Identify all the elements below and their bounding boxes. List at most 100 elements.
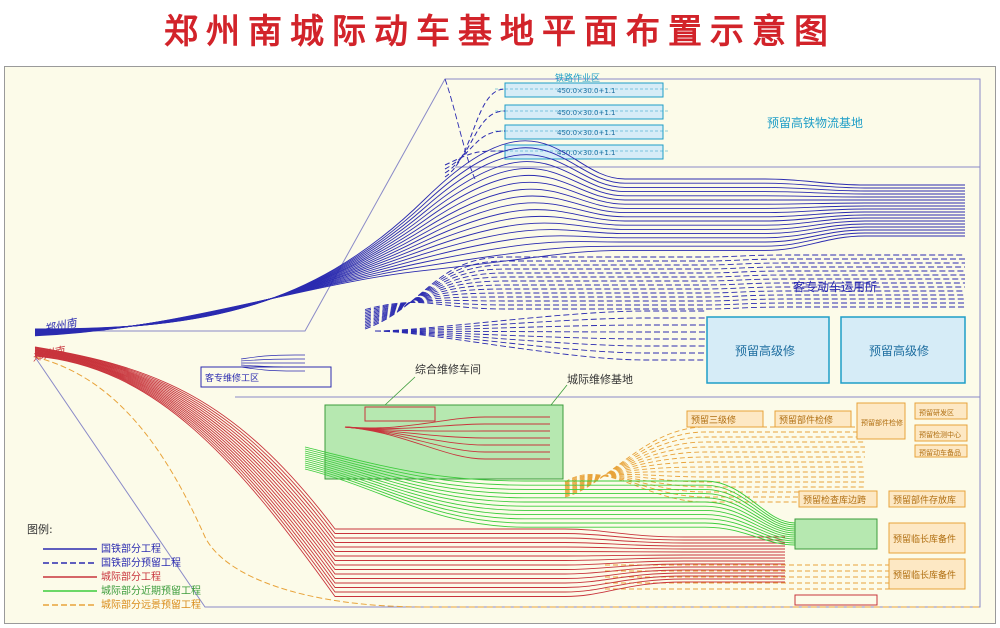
- orange-box: [914, 424, 968, 442]
- green-near-term-tracks: [304, 446, 875, 546]
- orange-box-label: 预留部件检修: [779, 414, 833, 426]
- orange-box: [914, 444, 968, 458]
- work-track-box: [504, 104, 664, 120]
- orange-yard-track: [564, 474, 865, 498]
- national-reserved-track: [364, 262, 965, 327]
- green-track: [304, 454, 875, 532]
- orange-yard-track: [564, 436, 865, 496]
- green-track: [304, 458, 875, 536]
- reserved-maint-box-2: [840, 316, 966, 384]
- orange-box-label: 预留临长库备件: [893, 569, 956, 581]
- national-reserved-track: [364, 278, 965, 321]
- site-plan-board: 450.0×30.0+1.1 450.0×30.0+1.1 450.0×30.0+1…: [4, 66, 996, 624]
- green-track: [304, 448, 875, 526]
- work-link: [444, 130, 506, 170]
- national-reserved-track: [364, 270, 965, 324]
- work-link: [444, 150, 506, 166]
- orange-yard-track: [564, 475, 865, 493]
- orange-box: [888, 490, 966, 508]
- work-track-label: 450.0×30.0+1.1: [557, 87, 616, 95]
- work-track-box: [504, 144, 664, 160]
- site-plan-diagram: 450.0×30.0+1.1 450.0×30.0+1.1 450.0×30.0+1…: [27, 72, 981, 611]
- national-reserved-branch: [374, 330, 705, 354]
- green-track: [304, 450, 875, 528]
- orange-box-label: 预留检查库边跨: [803, 494, 866, 506]
- national-track: [34, 174, 965, 332]
- green-track: [304, 446, 875, 524]
- orange-yard-track: [564, 466, 865, 490]
- keizhuan-track: [240, 366, 305, 372]
- intercity-track: [34, 351, 785, 570]
- page-title: 郑州南城际动车基地平面布置示意图: [164, 12, 836, 52]
- national-reserved-track: [364, 282, 965, 319]
- red-depot-box: [794, 594, 878, 606]
- work-link: [444, 110, 506, 174]
- intercity-track: [34, 354, 785, 588]
- orange-box: [888, 522, 966, 554]
- orange-yard-track: [564, 446, 865, 494]
- national-track: [34, 154, 965, 331]
- green-track: [304, 466, 875, 544]
- intercity-track: [34, 348, 785, 550]
- work-track-label: 450.0×30.0+1.1: [557, 109, 616, 117]
- orange-box-label: 预留研发区: [919, 408, 954, 417]
- national-track: [34, 202, 965, 334]
- national-track: [34, 195, 965, 333]
- leader-intercity-base: [550, 384, 568, 406]
- national-solid-tracks: [34, 140, 965, 337]
- legend-label-3: 城际部分工程: [101, 570, 161, 583]
- national-reserved-link: [444, 78, 476, 180]
- intercity-track: [34, 349, 785, 553]
- intercity-track: [34, 346, 785, 538]
- rail-work-area: 450.0×30.0+1.1 450.0×30.0+1.1 450.0×30.0+1…: [444, 82, 670, 178]
- base-building: [364, 406, 436, 422]
- orange-box: [914, 402, 968, 420]
- keizhuan-tracks: [240, 354, 305, 372]
- national-reserved-track: [364, 266, 965, 325]
- intercity-track: [34, 350, 785, 561]
- orange-yard-track: [564, 441, 865, 495]
- green-track: [304, 452, 875, 530]
- work-track-label: 450.0×30.0+1.1: [557, 149, 616, 157]
- orange-box-label: 预留部件检修: [861, 418, 903, 427]
- intercity-track: [34, 351, 785, 566]
- intercity-track: [34, 354, 785, 593]
- national-track: [34, 147, 965, 330]
- orange-box: [774, 410, 852, 428]
- orange-yard-track: [564, 471, 865, 489]
- base-red-track: [344, 426, 550, 460]
- intercity-track: [34, 355, 785, 597]
- label-logistics: 预留高铁物流基地: [767, 115, 863, 130]
- legend-label-2: 国铁部分预留工程: [101, 556, 181, 569]
- label-rail-work-area: 铁路作业区: [555, 72, 600, 84]
- intercity-track: [34, 353, 785, 579]
- national-reserved-branch: [374, 330, 705, 347]
- label-maint-top-2: 预留高级修: [869, 343, 929, 358]
- orange-yard-track: [564, 474, 865, 503]
- national-dashed-tracks: [364, 78, 965, 361]
- national-reserved-track: [364, 258, 965, 328]
- green-depot-box: [794, 518, 878, 550]
- orange-yard-track: [564, 426, 865, 498]
- label-emu-depot: 客专动车运用所: [793, 279, 877, 294]
- legend: 图例: 国铁部分工程 国铁部分预留工程 城际部分工程 城际部分近期预留工程 城际…: [27, 522, 201, 611]
- intercity-track: [34, 347, 785, 541]
- orange-box-label: 预留部件存放库: [893, 494, 956, 506]
- site-boundary: [34, 78, 981, 608]
- legend-label-4: 城际部分近期预留工程: [101, 584, 201, 597]
- orange-box: [686, 410, 764, 428]
- work-track-box: [504, 82, 664, 98]
- work-track-label: 450.0×30.0+1.1: [557, 129, 616, 137]
- green-track: [304, 456, 875, 534]
- national-reserved-track: [364, 274, 965, 322]
- orange-box-label: 预留检测中心: [919, 430, 961, 439]
- intercity-track: [34, 350, 785, 557]
- green-track: [304, 464, 875, 542]
- label-keizhuan: 客专维修工区: [205, 372, 259, 384]
- legend-label-1: 国铁部分工程: [101, 542, 161, 555]
- orange-outer-track: [34, 356, 980, 608]
- green-track: [304, 460, 875, 538]
- national-reserved-branch: [374, 330, 705, 361]
- keizhuan-zone: [200, 366, 332, 388]
- orange-box: [888, 558, 966, 590]
